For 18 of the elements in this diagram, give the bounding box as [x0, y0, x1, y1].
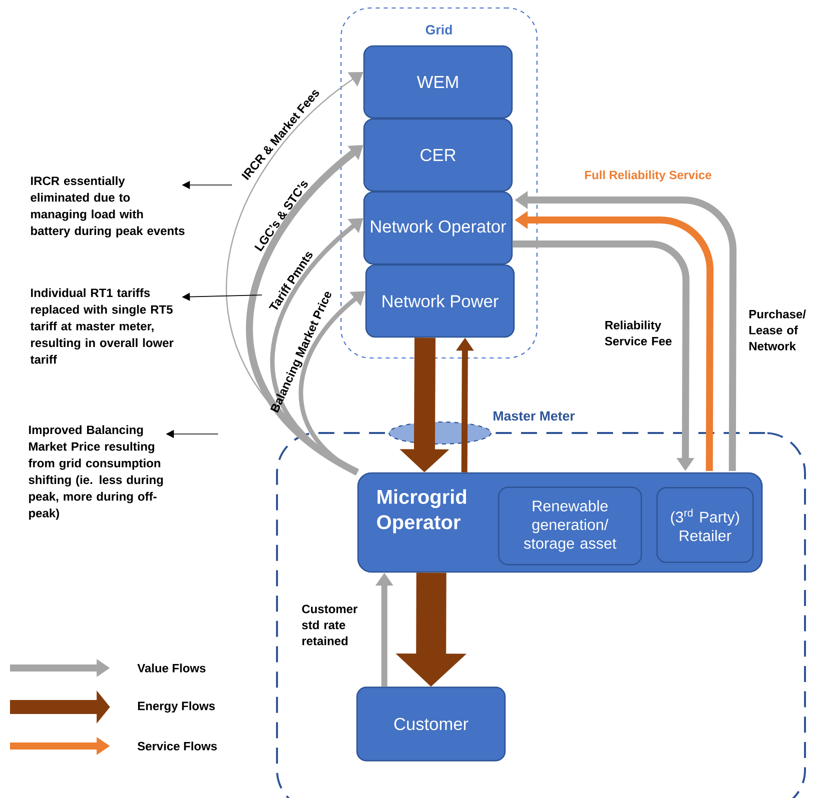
legend-text: Service Flows — [138, 742, 217, 750]
edge-label: Full Reliability Service — [585, 170, 712, 182]
meter-label: Master Meter — [494, 411, 575, 421]
edge-label: Purchase/ Lease of Network — [749, 310, 806, 350]
edge-label: Customer std rate retained — [302, 604, 358, 646]
note-text: Improved Balancing Market Price resulting from grid consumption shifting (ie. less during peak, more during off-peak) — [28, 425, 163, 520]
entity-box: Network Power — [365, 264, 515, 338]
entity-box: CER — [363, 118, 513, 192]
entity-box: Network Operator — [363, 191, 513, 265]
entity-box: Renewable generation/ storage asset — [498, 486, 642, 566]
legend-text: Energy Flows — [138, 701, 215, 713]
entity-box: WEM — [363, 45, 513, 119]
entity-box: (3$^{rd}$ Party) Retailer — [656, 487, 754, 563]
legend-text: Value Flows — [137, 664, 206, 672]
entity-box: Customer — [356, 686, 506, 762]
note-text: IRCR essentially eliminated due to managing load with battery during peak events — [30, 176, 184, 238]
note-text: Individual RT1 tariffs replaced with single RT5 tariff at master meter, resulting in overall lower tariff — [30, 288, 174, 364]
edge-label: Reliability Service Fee — [604, 320, 672, 346]
